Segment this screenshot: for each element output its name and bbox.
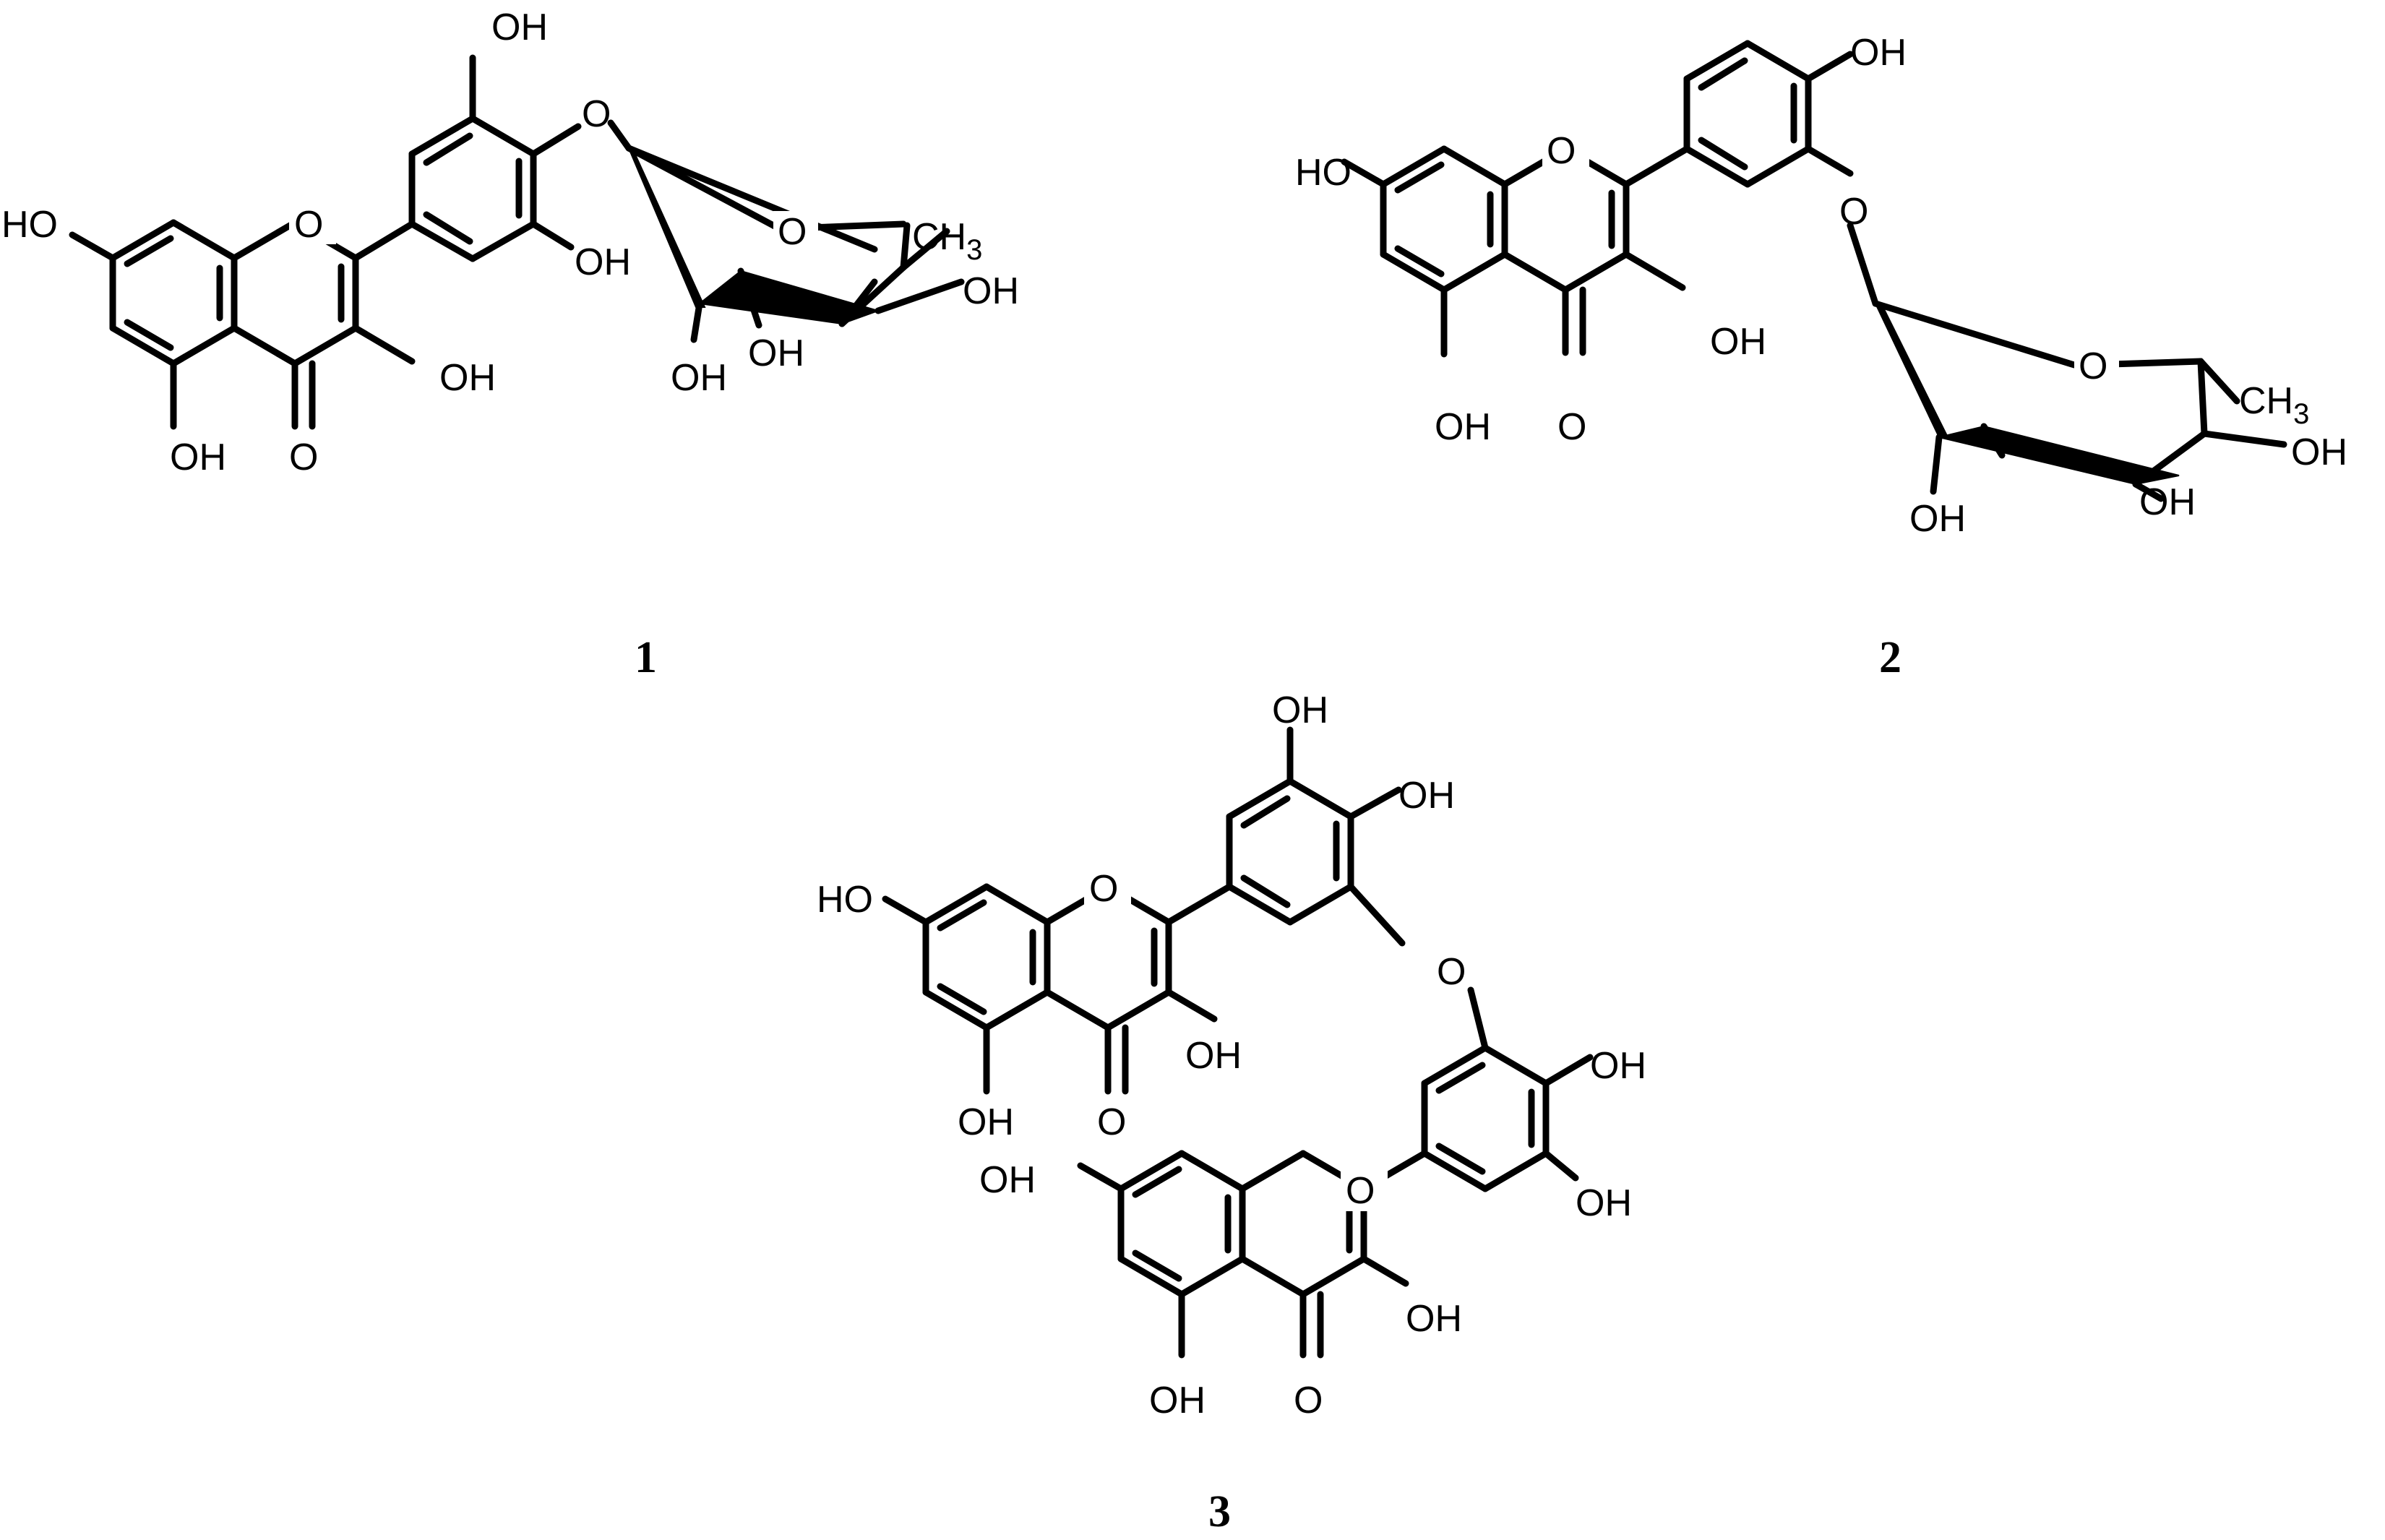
c1-3-hydroxyl: OH xyxy=(439,357,496,399)
compound-1-structure xyxy=(69,54,965,430)
c3-lower-4-carbonyl-o: O xyxy=(1294,1380,1323,1421)
c3-upper-7-hydroxyl: HO xyxy=(817,879,873,921)
c2-sugar-hydroxyl-2: OH xyxy=(1909,498,1966,540)
c3-lower-ring-o: O xyxy=(1346,1170,1375,1212)
c2-3-hydroxyl: OH xyxy=(1710,321,1766,363)
compound-3-upper-b-ring xyxy=(1226,778,1354,926)
c2-sugar-methyl: CH3 xyxy=(2239,380,2309,430)
compound-3-label: 3 xyxy=(1208,1487,1231,1536)
c1-sugar-hydroxyl-3: OH xyxy=(748,332,804,374)
c2-ring-o: O xyxy=(1547,130,1576,172)
compound-3-lower-c-ring xyxy=(1239,1150,1428,1359)
c2-sugar-hydroxyl-3: OH xyxy=(2139,481,2196,523)
c3-lower-5-hydroxyl: OH xyxy=(1149,1380,1206,1421)
compound-3-atom-labels: O HO OH O OH OH OH O OH OH O OH OH O OH xyxy=(817,689,1646,1421)
compound-2-sugar xyxy=(1847,222,2287,502)
c3-upper-ring-o: O xyxy=(1089,868,1118,910)
c3-lower-7-hydroxyl: OH xyxy=(979,1159,1036,1201)
c1-5-hydroxyl: OH xyxy=(170,436,226,478)
c1-7-hydroxyl: HO xyxy=(1,204,58,246)
compound-1-label: 1 xyxy=(635,633,657,682)
compound-1-c-ring xyxy=(231,219,416,430)
c1-5prime-hydroxyl: OH xyxy=(575,241,631,283)
c2-7-hydroxyl: HO xyxy=(1295,152,1352,194)
c3-upper-3-hydroxyl: OH xyxy=(1185,1035,1242,1077)
c1-ring-o: O xyxy=(294,204,323,246)
c2-glycosidic-o: O xyxy=(1839,191,1868,233)
c3-bridge-o: O xyxy=(1437,951,1466,993)
c1-sugar-hydroxyl-2: OH xyxy=(671,357,727,399)
c1-sugar-hydroxyl-4: OH xyxy=(963,270,1019,312)
compound-3-structure xyxy=(882,726,1594,1359)
compound-2-structure xyxy=(1341,40,2287,502)
compound-3-lower-a-ring xyxy=(1117,1150,1246,1298)
c2-sugar-hydroxyl-4: OH xyxy=(2291,431,2347,473)
compound-1-sugar xyxy=(607,119,965,343)
compound-2-b-ring xyxy=(1683,40,1812,188)
compound-3-upper-c-ring xyxy=(1044,883,1233,1095)
compound-2-a-ring xyxy=(1380,145,1508,293)
c2-4-carbonyl-o: O xyxy=(1557,406,1586,448)
compound-3-lower-b-ring xyxy=(1421,1044,1550,1192)
compound-3-upper-a-ring xyxy=(922,883,1051,1031)
compound-1-b-ring xyxy=(408,115,537,262)
compound-2-atom-labels: O HO OH O OH OH O O CH3 OH OH OH xyxy=(1295,32,2347,540)
c2-sugar-ring-o: O xyxy=(2079,345,2107,387)
c3-upper-4prime-hydroxyl: OH xyxy=(1398,775,1455,817)
c2-5-hydroxyl: OH xyxy=(1435,406,1491,448)
c3-lower-3prime-hydroxyl: OH xyxy=(1576,1182,1632,1224)
c1-glycosidic-o: O xyxy=(582,93,611,135)
c1-sugar-ring-o: O xyxy=(778,211,807,253)
compound-1-atom-labels: O HO OH O OH OH OH O O CH3 OH OH OH xyxy=(1,7,1019,478)
c1-sugar-methyl: CH3 xyxy=(912,216,982,266)
c1-4-carbonyl-o: O xyxy=(289,436,318,478)
c1-3prime-hydroxyl: OH xyxy=(491,7,548,48)
c3-upper-4-carbonyl-o: O xyxy=(1097,1101,1126,1143)
c3-lower-4prime-hydroxyl: OH xyxy=(1590,1045,1646,1087)
c2-4prime-hydroxyl: OH xyxy=(1850,32,1907,74)
c3-upper-5prime-hydroxyl: OH xyxy=(1272,689,1328,731)
compound-2-c-ring xyxy=(1501,145,1690,356)
compound-2-label: 2 xyxy=(1879,633,1901,682)
compound-1-a-ring xyxy=(109,219,238,367)
c3-lower-3-hydroxyl: OH xyxy=(1406,1298,1462,1340)
c3-upper-5-hydroxyl: OH xyxy=(958,1101,1014,1143)
